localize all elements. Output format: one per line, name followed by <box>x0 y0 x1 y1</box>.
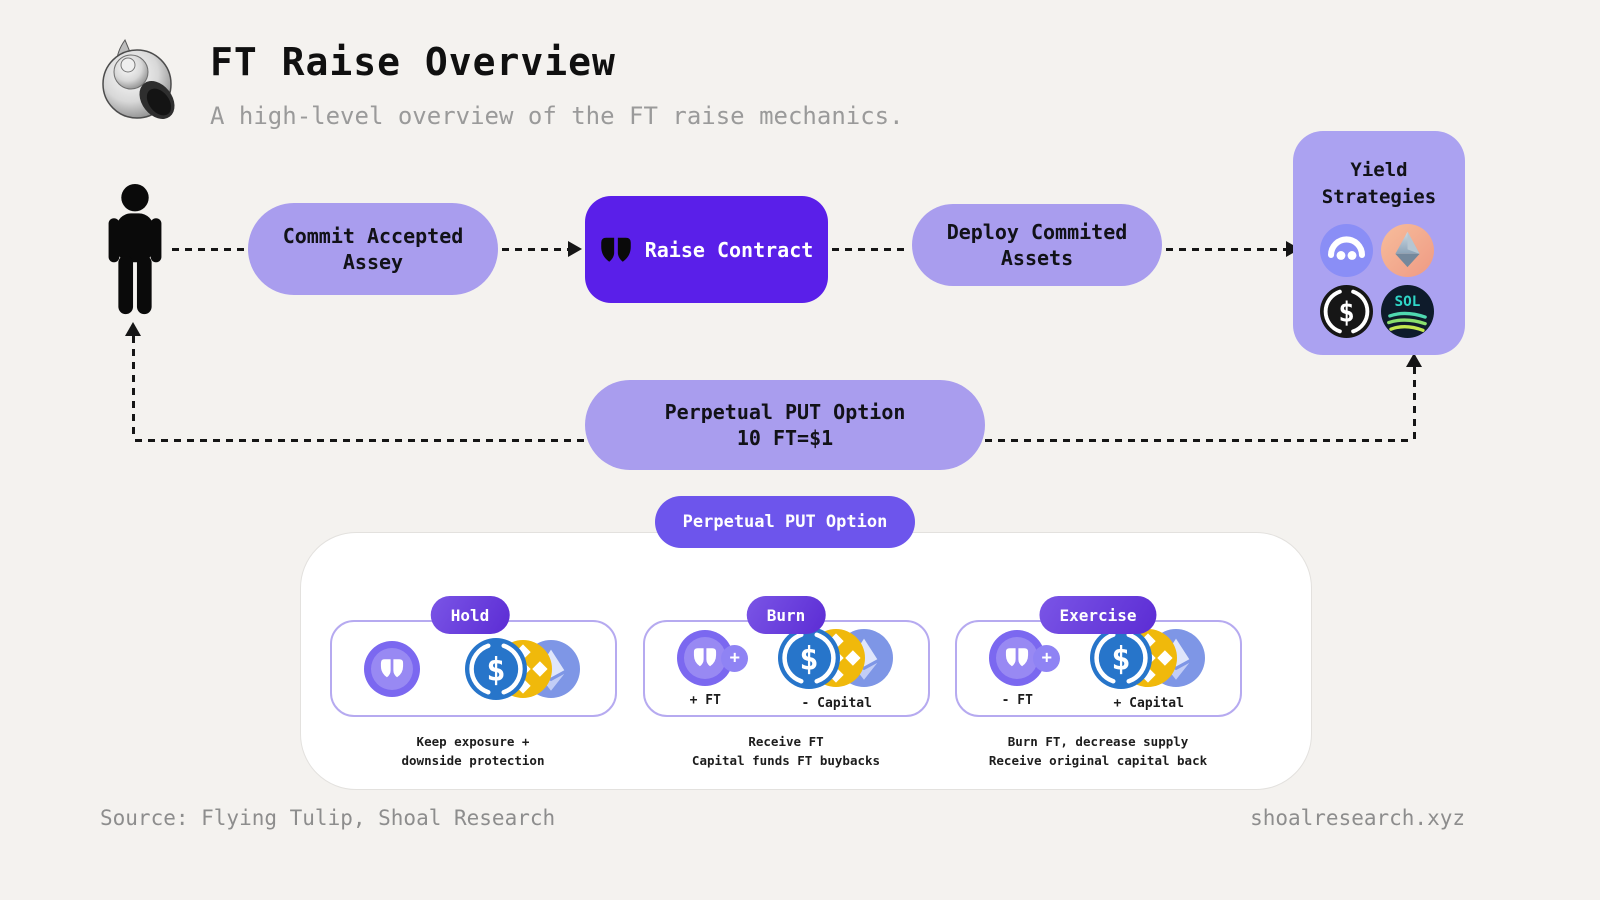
deploy-label-line1: Deploy Commited <box>946 220 1128 244</box>
capital-coins-icon: $ <box>777 626 896 689</box>
usdc-coin-icon: $ <box>1089 626 1152 689</box>
person-icon <box>108 183 162 315</box>
exercise-caption: Burn FT, decrease supply Receive origina… <box>938 733 1258 771</box>
burn-caption: Receive FT Capital funds FT buybacks <box>626 733 946 771</box>
plus-badge-icon: + <box>1033 644 1061 672</box>
capital-coins-icon: $ <box>464 637 583 700</box>
exercise-badge: Exercise <box>1039 596 1157 634</box>
ft-token-icon: + <box>677 629 749 686</box>
usdc-dark-icon: $ <box>1320 285 1373 339</box>
sol-yield-icon: SOL <box>1381 285 1434 339</box>
exercise-caption-line2: Receive original capital back <box>988 752 1208 768</box>
raise-contract-node: Raise Contract <box>585 196 828 303</box>
hold-badge-label: Hold <box>450 605 490 625</box>
svg-text:$: $ <box>1338 296 1355 329</box>
deploy-label-line2: Assets <box>1000 246 1074 270</box>
yield-title-line2: Strategies <box>1321 185 1437 208</box>
hold-caption-line1: Keep exposure + <box>416 734 530 749</box>
capital-label: - Capital <box>801 695 872 711</box>
line-put-to-yield <box>985 439 1414 442</box>
ft-label: - FT <box>1001 692 1033 708</box>
page-title: FT Raise Overview <box>210 40 616 84</box>
usdc-coin-icon: $ <box>777 626 840 689</box>
exercise-card: + - FT <box>955 620 1242 717</box>
website-url: shoalresearch.xyz <box>1250 806 1465 830</box>
capital-coins-icon: $ <box>1089 626 1208 689</box>
arrow-raise-to-deploy <box>832 248 910 251</box>
exercise-badge-label: Exercise <box>1059 605 1137 625</box>
plus-badge-icon: + <box>721 644 749 672</box>
hold-caption: Keep exposure + downside protection <box>313 733 633 771</box>
burn-caption-line1: Receive FT <box>748 734 824 749</box>
perpetual-put-option-node: Perpetual PUT Option 10 FT=$1 <box>585 380 985 470</box>
capital-label: + Capital <box>1113 695 1184 711</box>
commit-accepted-asset-node: Commit Accepted Assey <box>248 203 498 295</box>
line-put-to-person <box>135 439 585 442</box>
svg-text:SOL: SOL <box>1395 294 1421 310</box>
yield-title-line1: Yield <box>1350 159 1408 181</box>
perpetual-put-option-pill: Perpetual PUT Option <box>655 496 915 548</box>
arrowhead-to-yield <box>1406 353 1422 367</box>
svg-text:$: $ <box>1111 639 1130 677</box>
yield-strategies-node: Yield Strategies $ <box>1293 131 1465 355</box>
burn-badge-label: Burn <box>766 605 806 625</box>
page-subtitle: A high-level overview of the FT raise me… <box>210 102 904 130</box>
line-up-to-yield <box>1413 367 1416 439</box>
svg-text:$: $ <box>799 639 818 677</box>
source-attribution: Source: Flying Tulip, Shoal Research <box>100 806 556 830</box>
arrowhead-commit-to-raise <box>568 241 582 257</box>
lido-icon <box>1381 224 1434 278</box>
exercise-caption-line1: Burn FT, decrease supply <box>1007 734 1189 749</box>
bridge-protocol-icon <box>1320 224 1373 278</box>
ft-token-icon <box>364 640 421 697</box>
deploy-committed-assets-node: Deploy Commited Assets <box>912 204 1162 286</box>
commit-label-line1: Commit Accepted <box>282 224 464 248</box>
yield-protocol-icons: $ SOL <box>1320 224 1438 339</box>
ft-label: + FT <box>689 692 721 708</box>
burn-caption-line2: Capital funds FT buybacks <box>691 752 881 768</box>
arrow-deploy-to-yield <box>1166 248 1286 251</box>
ft-token-icon: + <box>989 629 1061 686</box>
arrowhead-to-person <box>125 322 141 336</box>
hold-card: $ <box>330 620 617 717</box>
burn-card: + + FT <box>643 620 930 717</box>
arrow-commit-to-raise <box>502 248 568 251</box>
put-option-line2: 10 FT=$1 <box>736 426 834 450</box>
flying-tulip-icon <box>600 237 631 262</box>
perpetual-put-option-pill-label: Perpetual PUT Option <box>682 512 888 532</box>
hold-caption-line2: downside protection <box>401 752 545 768</box>
line-up-to-person <box>132 336 135 439</box>
commit-label-line2: Assey <box>342 250 404 274</box>
arrow-person-to-commit <box>172 248 248 251</box>
usdc-coin-icon: $ <box>464 637 527 700</box>
hold-badge: Hold <box>430 596 510 634</box>
svg-text:$: $ <box>486 650 505 688</box>
burn-badge: Burn <box>746 596 826 634</box>
put-option-line1: Perpetual PUT Option <box>664 400 906 424</box>
shell-logo <box>102 38 175 119</box>
raise-contract-label: Raise Contract <box>644 237 814 262</box>
